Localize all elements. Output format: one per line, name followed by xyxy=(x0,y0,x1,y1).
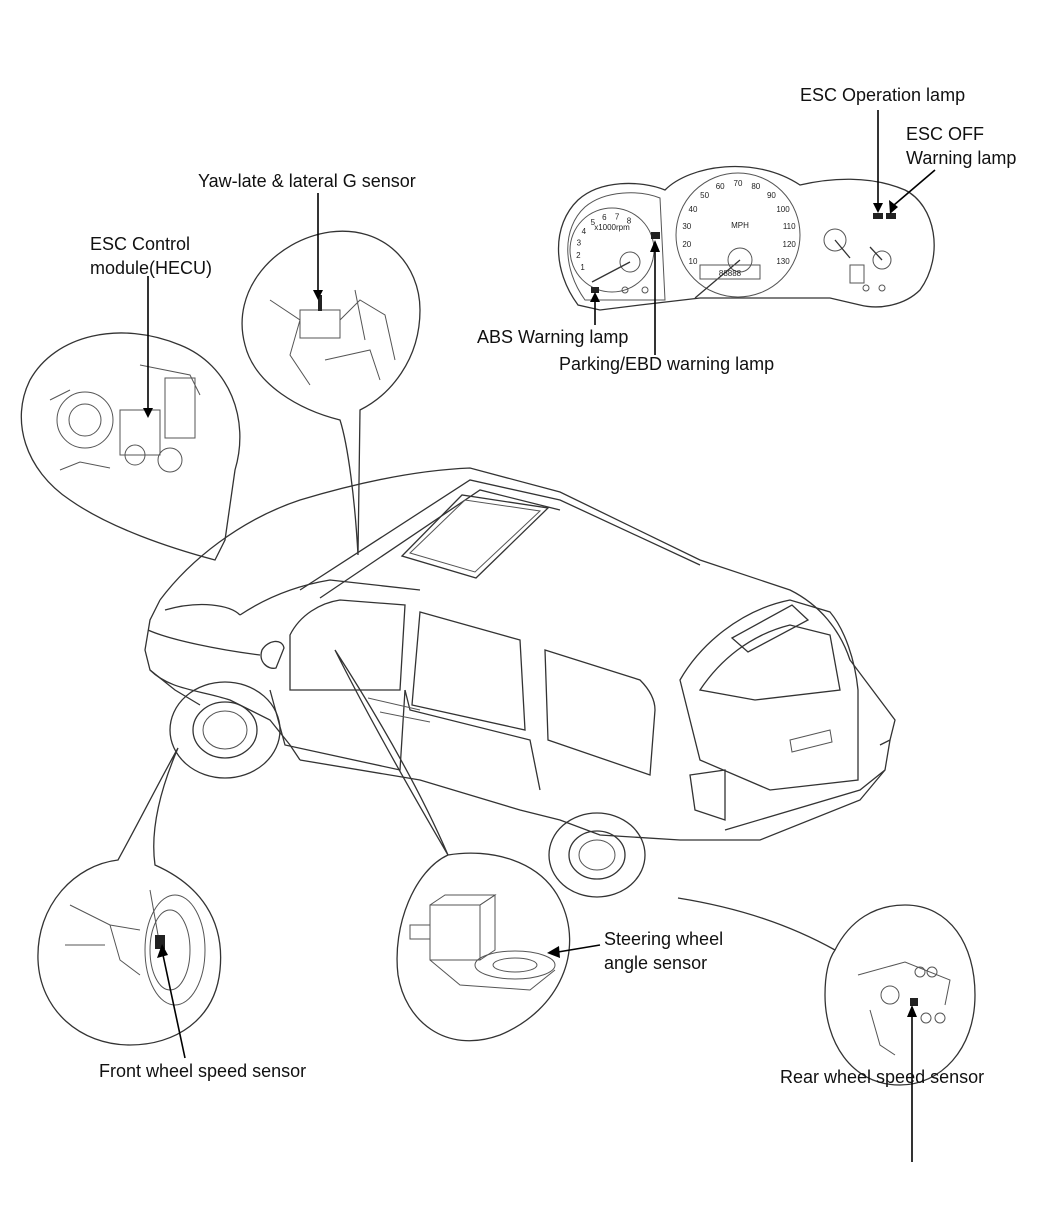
speed-tick-label-7: 80 xyxy=(751,182,760,191)
speed-tick-label-3: 40 xyxy=(689,205,698,214)
front-wheel-speed-sensor-label: Front wheel speed sensor xyxy=(99,1061,307,1081)
speed-tick-label-8: 90 xyxy=(767,191,776,200)
speed-tick-label-10: 110 xyxy=(783,222,796,231)
speed-tick-label-11: 120 xyxy=(783,240,797,249)
speed-tick-label-12: 130 xyxy=(776,257,790,266)
tach-tick-label-2: 3 xyxy=(577,238,582,247)
tach-tick-label-1: 2 xyxy=(576,251,581,260)
rear-wheel-speed-sensor-label: Rear wheel speed sensor xyxy=(780,1067,985,1087)
rear-wheel-callout-bubble xyxy=(677,897,976,1086)
esc-off-label-line1: ESC OFF xyxy=(906,124,985,144)
tach-tick-label-0: 1 xyxy=(580,263,585,272)
speed-tick-label-6: 70 xyxy=(734,179,743,188)
parking-ebd-warning-lamp-label: Parking/EBD warning lamp xyxy=(559,354,775,374)
yaw-sensor-callout-bubble xyxy=(241,230,421,556)
hecu-callout-bubble xyxy=(20,332,241,561)
abs-warning-lamp-label: ABS Warning lamp xyxy=(477,327,629,347)
speed-unit-label: MPH xyxy=(731,221,749,230)
steering-angle-label-line2: angle sensor xyxy=(604,953,708,973)
speed-tick-label-5: 60 xyxy=(716,182,725,191)
speed-tick-label-2: 30 xyxy=(682,222,691,231)
tach-unit-label: x1000rpm xyxy=(594,223,630,232)
tach-tick-label-5: 6 xyxy=(602,213,607,222)
esc-operation-lamp-label: ESC Operation lamp xyxy=(800,85,966,105)
odometer-display: 88888 xyxy=(719,269,742,278)
front-wheel-callout-bubble xyxy=(37,747,222,1046)
speed-tick-label-9: 100 xyxy=(776,205,790,214)
esc-control-label-line1: ESC Control xyxy=(90,234,191,254)
leader-lines xyxy=(143,110,936,1162)
steering-angle-callout-bubble xyxy=(334,649,571,1042)
esc-control-label-line2: module(HECU) xyxy=(90,258,213,278)
tach-tick-label-3: 4 xyxy=(582,227,587,236)
speed-tick-label-0: 10 xyxy=(689,257,698,266)
tach-tick-label-7: 8 xyxy=(627,217,632,226)
esc-off-label-line2: Warning lamp xyxy=(906,148,1017,168)
minivan-illustration xyxy=(144,467,896,898)
steering-angle-label-line1: Steering wheel xyxy=(604,929,724,949)
speed-tick-label-1: 20 xyxy=(682,240,691,249)
tach-tick-label-4: 5 xyxy=(591,218,596,227)
speed-tick-label-4: 50 xyxy=(700,191,709,200)
instrument-cluster xyxy=(557,165,935,311)
yaw-sensor-label: Yaw-late & lateral G sensor xyxy=(198,171,416,191)
tach-tick-label-6: 7 xyxy=(615,212,620,221)
